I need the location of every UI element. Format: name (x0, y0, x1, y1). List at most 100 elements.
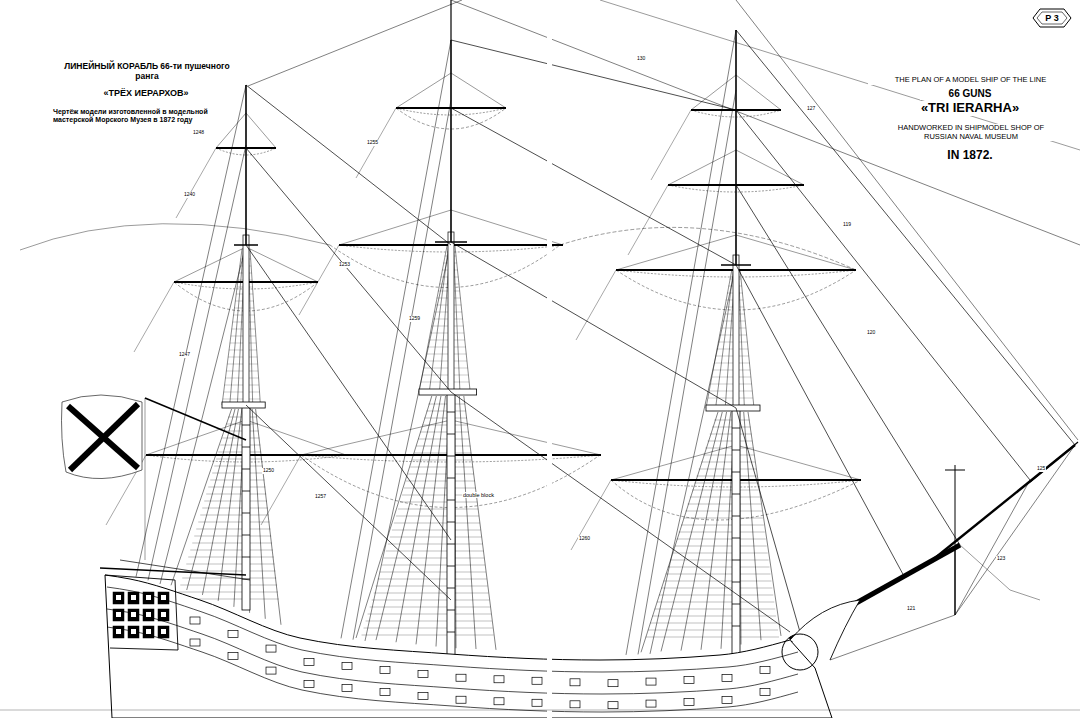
lower-mast (447, 392, 455, 660)
ratline (372, 600, 490, 601)
callout-number: 130 (636, 56, 646, 62)
royal-pole (450, 0, 451, 40)
ratline (376, 586, 488, 587)
backstay (160, 245, 246, 584)
ratline (366, 621, 492, 622)
mast-hoop (732, 472, 740, 473)
ratline (396, 516, 479, 517)
ratline (712, 377, 751, 378)
mast-hoop (732, 538, 740, 539)
ratline (228, 357, 257, 358)
lift (339, 210, 451, 245)
boom (100, 568, 246, 575)
plate-caption: 66 GUNS (920, 88, 1020, 100)
gun-port (456, 674, 466, 681)
gun-port (190, 639, 200, 646)
ratline (182, 578, 276, 579)
shroud (202, 409, 238, 595)
ratline (218, 452, 261, 453)
stay (451, 40, 736, 110)
stay-line (600, 0, 1080, 150)
callout-number: 119 (842, 222, 852, 228)
lift (616, 235, 736, 270)
lift (246, 420, 346, 455)
gun-port (760, 666, 770, 673)
ratline (679, 532, 765, 533)
ratline (414, 453, 471, 454)
gun-port (722, 697, 732, 704)
gun-port (266, 667, 276, 674)
ratline (362, 635, 494, 636)
ratline (364, 628, 493, 629)
shroud (250, 249, 260, 405)
lift (396, 73, 451, 108)
ratline (194, 536, 271, 537)
ratline (406, 481, 475, 482)
title-note: Чертёж модели изготовленной в модельной … (52, 108, 232, 124)
gun-port (608, 680, 618, 687)
part-name: double block (462, 492, 495, 498)
lift (146, 420, 246, 455)
shroud (681, 412, 727, 651)
callout-number: 120 (866, 330, 876, 336)
ratline (223, 399, 260, 400)
mast-hoop (447, 632, 455, 633)
mast-hoop (732, 582, 740, 583)
callout-number: 1250 (262, 468, 275, 474)
ratline (190, 550, 273, 551)
shroud (740, 269, 754, 408)
ratline (426, 411, 466, 412)
topmast (448, 232, 454, 392)
head-knee (782, 634, 818, 670)
ratline (180, 585, 277, 586)
ratline (227, 364, 258, 365)
ratline (429, 340, 465, 341)
stern-window (158, 626, 169, 638)
jack-staff (945, 470, 965, 471)
ratline (394, 523, 480, 524)
window-pane (116, 595, 121, 600)
ratline (378, 579, 487, 580)
gun-port (532, 699, 542, 706)
mast-hoop (447, 566, 455, 567)
mast-hoop (447, 544, 455, 545)
gun-port (228, 653, 238, 660)
shroud (252, 409, 265, 619)
shroud (459, 396, 476, 649)
stern-window (113, 626, 124, 638)
ratline (425, 361, 467, 362)
lift (736, 235, 856, 270)
ratline (694, 483, 758, 484)
stern-window (143, 626, 154, 638)
callout-number: 1248 (192, 130, 205, 136)
mast-hoop (447, 522, 455, 523)
ratline (430, 333, 464, 334)
mast-hoop (242, 425, 250, 426)
ensign-flag (62, 395, 143, 479)
callout-number: 1253 (338, 262, 351, 268)
gun-port (570, 679, 580, 686)
stern-window (158, 592, 169, 604)
ratline (713, 370, 750, 371)
topmast (733, 255, 739, 408)
ratline (712, 427, 751, 428)
ratline (210, 480, 264, 481)
gun-port (266, 645, 276, 652)
page-gutter (547, 0, 552, 718)
brace (571, 480, 611, 550)
brace (356, 108, 396, 178)
gun-port (608, 702, 618, 709)
window-pane (131, 595, 136, 600)
mast-hoop (732, 560, 740, 561)
ratline (398, 509, 478, 510)
ratline (208, 487, 265, 488)
wale (107, 609, 798, 694)
mast-hoop (242, 447, 250, 448)
stay-line (451, 0, 1080, 245)
brace (651, 110, 691, 180)
ratline (692, 490, 759, 491)
ratline (220, 445, 260, 446)
window-pane (116, 612, 121, 617)
lift (668, 150, 736, 185)
base-line (0, 710, 1080, 711)
